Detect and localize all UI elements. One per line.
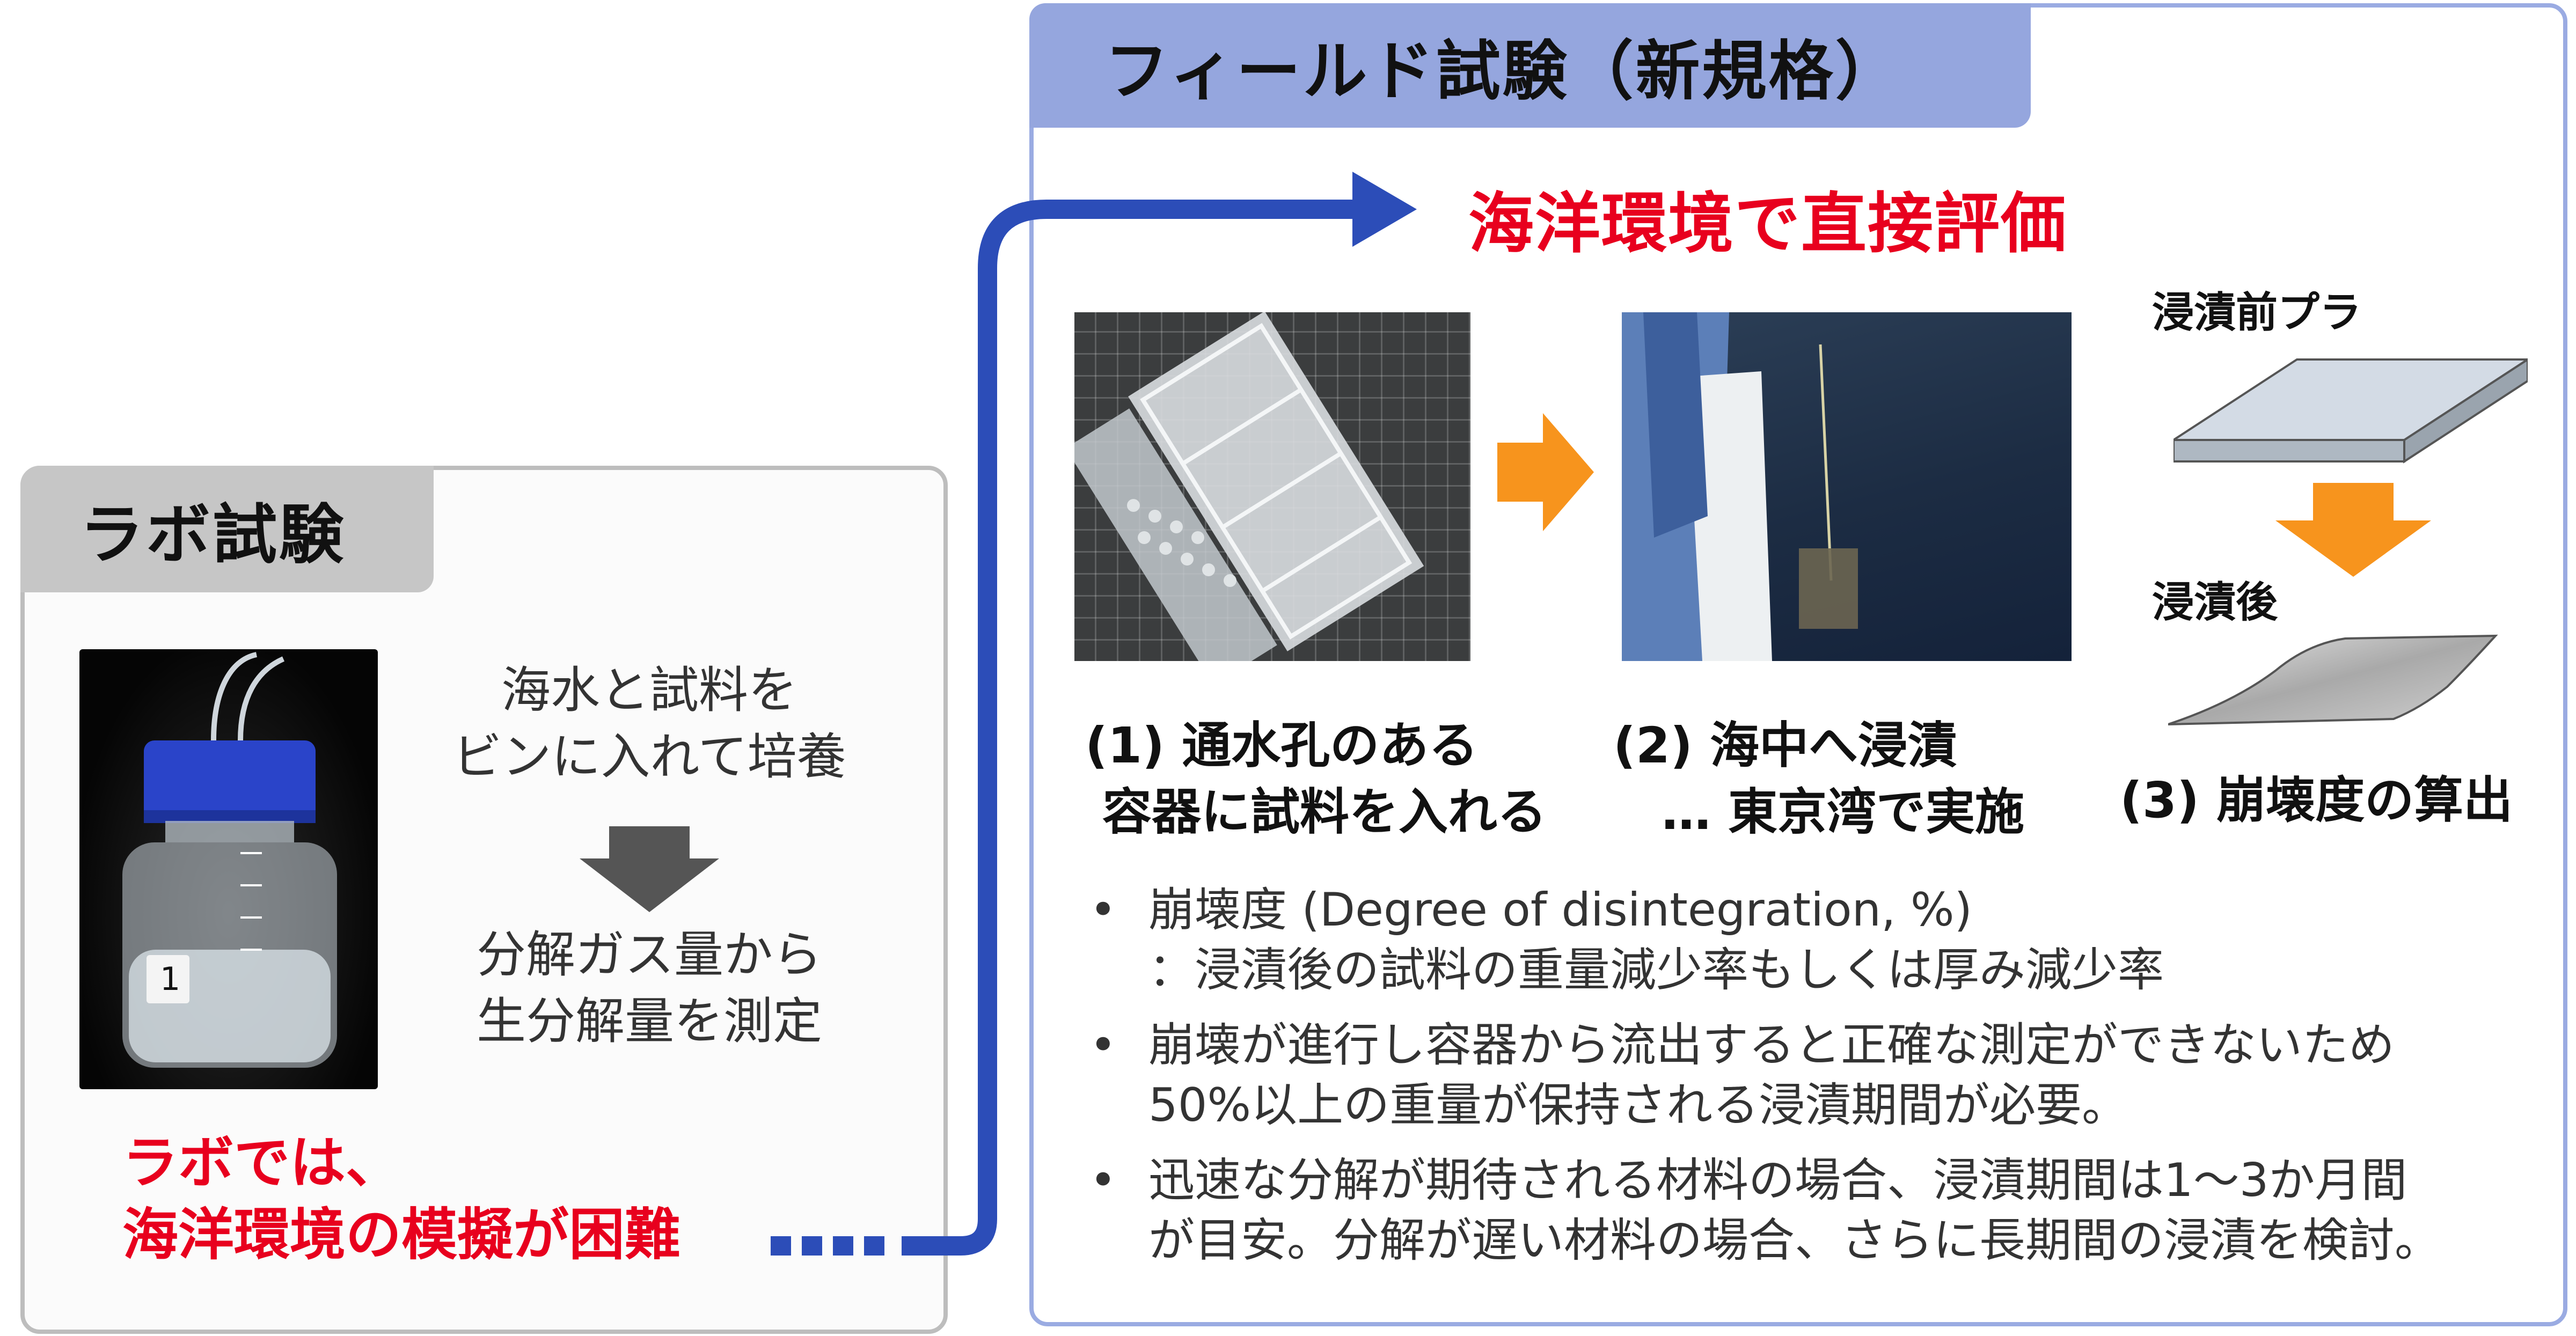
step2-line2: … 東京湾で実施 <box>1662 783 2025 841</box>
lab-limitation-text: ラボでは、 海洋環境の模擬が困難 <box>122 1127 680 1271</box>
sea-illustration <box>1622 312 1858 661</box>
container-illustration <box>1074 312 1424 661</box>
step1-line1: (1) 通水孔のある <box>1085 717 1479 774</box>
bullet-dot-icon: • <box>1089 1154 1117 1207</box>
lab-result-line1: 分解ガス量から <box>476 926 822 983</box>
field-header: フィールド試験（新規格） <box>1029 3 2031 128</box>
bullet-dot-icon: • <box>1089 1018 1117 1072</box>
step3-label: (3) 崩壊度の算出 <box>2120 772 2513 829</box>
lab-description-line2: ビンに入れて培養 <box>452 728 846 786</box>
step1-label: (1) 通水孔のある 容器に試料を入れる <box>1085 713 1547 846</box>
down-arrow-orange-icon <box>2275 483 2431 577</box>
bullet-item: • 迅速な分解が期待される材料の場合、浸漬期間は1～3か月間 が目安。分解が遅い… <box>1073 1150 2555 1271</box>
bullet-dot-icon: • <box>1089 883 1117 937</box>
down-arrow-icon <box>580 826 719 912</box>
bullet-list: • 崩壊度 (Degree of disintegration, %) ：浸漬後… <box>1073 880 2555 1286</box>
plastic-sheet-after <box>2168 634 2498 725</box>
sea-immersion-photo <box>1622 312 2072 661</box>
bullet-line1: 崩壊度 (Degree of disintegration, %) <box>1148 883 1973 937</box>
plastic-sheet-before <box>2174 358 2528 464</box>
bottle-photo: 1 <box>79 649 378 1089</box>
after-immersion-label: 浸漬後 <box>2152 578 2278 627</box>
bottle-number-label: 1 <box>160 960 181 998</box>
field-title-red: 海洋環境で直接評価 <box>1468 186 2067 262</box>
bullet-item: • 崩壊度 (Degree of disintegration, %) ：浸漬後… <box>1073 880 2555 1000</box>
bullet-line2: 50%以上の重量が保持される浸漬期間が必要。 <box>1148 1078 2128 1132</box>
lab-limitation-line2: 海洋環境の模擬が困難 <box>122 1202 681 1267</box>
lab-result: 分解ガス量から 生分解量を測定 <box>435 922 864 1055</box>
lab-result-line2: 生分解量を測定 <box>476 993 822 1050</box>
dotted-connector <box>771 1236 884 1256</box>
lab-header: ラボ試験 <box>20 466 434 592</box>
right-arrow-icon <box>1497 413 1594 531</box>
step2-label: (2) 海中へ浸漬 … 東京湾で実施 <box>1613 713 2024 846</box>
container-photo <box>1074 312 1470 661</box>
step1-line2: 容器に試料を入れる <box>1102 783 1547 841</box>
step2-line1: (2) 海中へ浸漬 <box>1613 717 1957 774</box>
bottle-illustration <box>122 652 337 1068</box>
bullet-line1: 迅速な分解が期待される材料の場合、浸漬期間は1～3か月間 <box>1148 1154 2407 1207</box>
lab-description: 海水と試料を ビンに入れて培養 <box>435 657 864 790</box>
lab-limitation-line1: ラボでは、 <box>122 1130 402 1195</box>
before-immersion-label: 浸漬前プラ <box>2152 289 2362 337</box>
bullet-line2: が目安。分解が遅い材料の場合、さらに長期間の浸漬を検討。 <box>1148 1214 2441 1267</box>
bullet-item: • 崩壊が進行し容器から流出すると正確な測定ができないため 50%以上の重量が保… <box>1073 1015 2555 1135</box>
bullet-line1: 崩壊が進行し容器から流出すると正確な測定ができないため <box>1148 1018 2395 1072</box>
lab-description-line1: 海水と試料を <box>501 662 797 719</box>
bullet-line2: ：浸漬後の試料の重量減少率もしくは厚み減少率 <box>1148 943 2164 997</box>
